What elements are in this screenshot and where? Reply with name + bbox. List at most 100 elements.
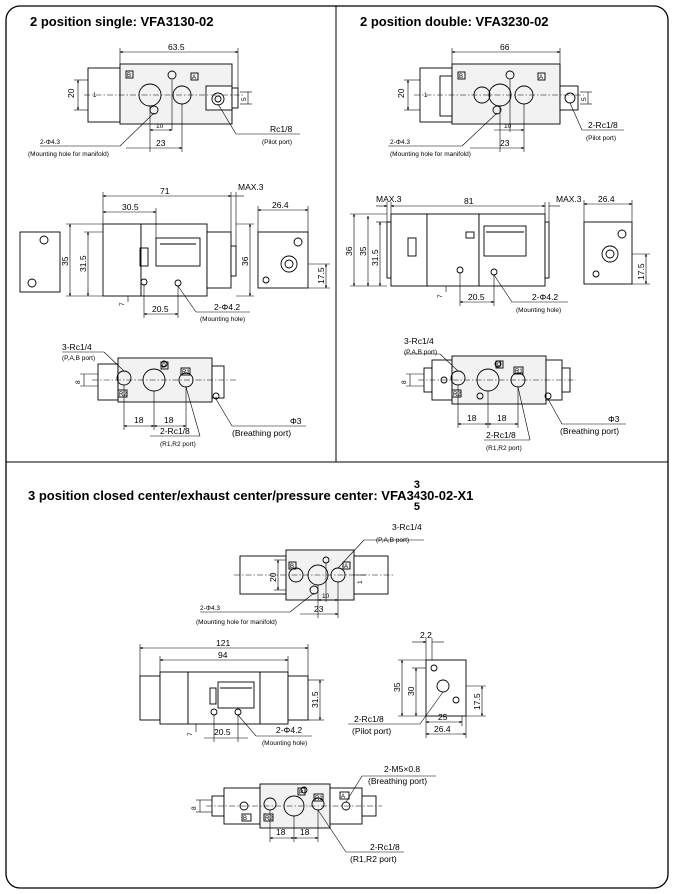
double-mark-p: P — [497, 363, 501, 369]
three-side-view: 2.2 35 30 17.5 25 26.4 2-Rc1/8 (Pilot po… — [348, 630, 486, 738]
double-pilot-port: 2-Rc1/8 — [588, 120, 618, 130]
single-dim-18a: 18 — [134, 415, 144, 425]
single-dim-h31-5: 31.5 — [78, 255, 88, 272]
single-dim-10: 10 — [156, 123, 164, 130]
three-title-stack-top: 3 — [413, 479, 420, 491]
double-title: 2 position double: VFA3230-02 — [360, 14, 549, 29]
single-mount-hole-front: 2-Φ4.2 — [214, 302, 240, 312]
three-dim-10: 10 — [322, 593, 330, 600]
single-bottom-port2-note: (R1,R2 port) — [160, 441, 196, 448]
single-dim-30-5: 30.5 — [122, 202, 139, 212]
three-title-stack-mid: 4 — [413, 490, 420, 502]
double-dim-23: 23 — [500, 138, 510, 148]
three-breath-port-note: (Breathing port) — [368, 776, 427, 786]
double-breath-port: Φ3 — [608, 414, 620, 424]
three-dim-1: 1 — [357, 580, 364, 584]
three-mark-b: B — [290, 564, 294, 570]
single-dim-h35: 35 — [60, 256, 70, 266]
outer-border — [5, 5, 669, 889]
three-mark-p: P — [299, 790, 303, 796]
single-dim-18b: 18 — [164, 415, 174, 425]
three-mount-hole-front-note: (Mounting hole) — [262, 740, 307, 747]
double-bottom-port-note: (P,A,B port) — [404, 349, 437, 356]
single-breath-port: Φ3 — [290, 416, 302, 426]
double-mark-r2: R2 — [453, 392, 461, 398]
double-dim-5: 5 — [581, 97, 588, 101]
three-mount-hole-note: (Mounting hole for manifold) — [196, 619, 277, 626]
double-dim-18b: 18 — [497, 413, 507, 423]
three-title: 3 position closed center/exhaust center/… — [28, 480, 473, 513]
three-dim-inner: 94 — [218, 650, 228, 660]
double-bottom-port: 3-Rc1/4 — [404, 336, 434, 346]
three-title-suffix: 30-02-X1 — [419, 487, 474, 503]
three-dim-7: 7 — [187, 732, 194, 736]
double-dim-h36: 36 — [344, 246, 354, 256]
single-mount-hole: 2-Φ4.3 — [40, 139, 60, 146]
three-dim-h8: 8 — [191, 806, 198, 810]
double-dim-h8: 8 — [401, 380, 408, 384]
double-dim-h35: 35 — [358, 246, 368, 256]
single-dim-length: 71 — [160, 186, 170, 196]
single-pilot-port: Rc1/8 — [270, 124, 292, 134]
double-pilot-port-note: (Pilot port) — [586, 135, 616, 142]
single-pilot-port-note: (Pilot port) — [262, 139, 292, 146]
single-dim-5: 5 — [241, 97, 248, 101]
three-title-prefix: 3 position closed center/exhaust center/… — [28, 487, 414, 503]
double-mount-hole-front: 2-Φ4.2 — [532, 292, 558, 302]
double-mount-hole: 2-Φ4.3 — [390, 139, 410, 146]
single-dim-h17-5: 17.5 — [316, 267, 326, 284]
three-bottom-port2-note: (R1,R2 port) — [350, 854, 397, 864]
single-mount-hole-front-note: (Mounting hole) — [200, 316, 245, 323]
double-dim-10: 10 — [504, 123, 512, 130]
double-mark-b: B — [459, 74, 463, 80]
double-bottom-view: P R1 R2 3-Rc1/4 (P,A,B port) 8 18 18 2-R… — [401, 336, 626, 452]
double-front-view: MAX.3 81 MAX.3 36 35 31.5 7 20.5 2-Φ4.2 … — [344, 194, 650, 314]
mark-a: A — [192, 75, 196, 81]
double-mount-hole-front-note: (Mounting hole) — [516, 307, 561, 314]
double-dim-max-right: MAX.3 — [556, 194, 582, 204]
double-dim-height: 20 — [396, 88, 406, 98]
three-dim-height: 20 — [268, 572, 278, 582]
double-bottom-port2-note: (R1,R2 port) — [486, 445, 522, 452]
three-mount-hole-front: 2-Φ4.2 — [276, 725, 302, 735]
double-bottom-port2: 2-Rc1/8 — [486, 430, 516, 440]
double-dim-1: 1 — [424, 93, 428, 99]
double-mount-hole-note: (Mounting hole for manifold) — [390, 151, 471, 158]
double-dim-length: 81 — [464, 196, 474, 206]
three-side-pilot-port: 2-Rc1/8 — [354, 714, 384, 724]
three-bottom-port2: 2-Rc1/8 — [370, 842, 400, 852]
single-dim-23: 23 — [156, 138, 166, 148]
three-bottom-view: P R1 R2 B A 8 2-M5×0.8 (Breathing port) … — [191, 764, 436, 864]
single-dim-h36: 36 — [240, 256, 250, 266]
three-mark-a2: A — [341, 794, 345, 800]
single-mark-p: P — [162, 364, 166, 370]
three-mark-a: A — [344, 564, 348, 570]
double-breath-port-note: (Breathing port) — [560, 426, 619, 436]
single-bottom-port2: 2-Rc1/8 — [160, 426, 190, 436]
three-breath-port: 2-M5×0.8 — [384, 764, 420, 774]
single-dim-height: 20 — [66, 88, 76, 98]
double-dim-width: 66 — [500, 42, 510, 52]
single-front-view: 71 MAX.3 30.5 35 31.5 36 7 20.5 2-Φ4.2 (… — [19, 182, 330, 323]
single-bottom-port: 3-Rc1/4 — [62, 342, 92, 352]
three-top-view: B A 20 1 3-Rc1/4 (P,A,B port) 10 23 2-Φ4… — [196, 522, 424, 626]
three-title-stack-bot: 5 — [413, 501, 420, 513]
three-mark-r2: R2 — [265, 816, 273, 822]
double-mark-r1: R1 — [515, 369, 523, 375]
three-top-port-note: (P,A,B port) — [376, 537, 409, 544]
single-breath-port-note: (Breathing port) — [232, 428, 291, 438]
double-dim-20-5: 20.5 — [468, 292, 485, 302]
single-bottom-view: P R1 R2 3-Rc1/4 (P,A,B port) 8 18 18 2-R… — [62, 342, 306, 448]
three-dim-2-2: 2.2 — [420, 630, 432, 640]
three-dim-26-4: 26.4 — [434, 724, 451, 734]
three-dim-length: 121 — [216, 638, 230, 648]
three-mark-b2: B — [243, 816, 247, 822]
three-dim-25: 25 — [438, 712, 448, 722]
double-dim-h31-5: 31.5 — [370, 249, 380, 266]
single-top-view: B A 63.5 20 1 5 10 23 Rc1/8 (Pilot port)… — [28, 42, 300, 158]
three-top-port: 3-Rc1/4 — [392, 522, 422, 532]
single-dim-h8: 8 — [75, 380, 82, 384]
